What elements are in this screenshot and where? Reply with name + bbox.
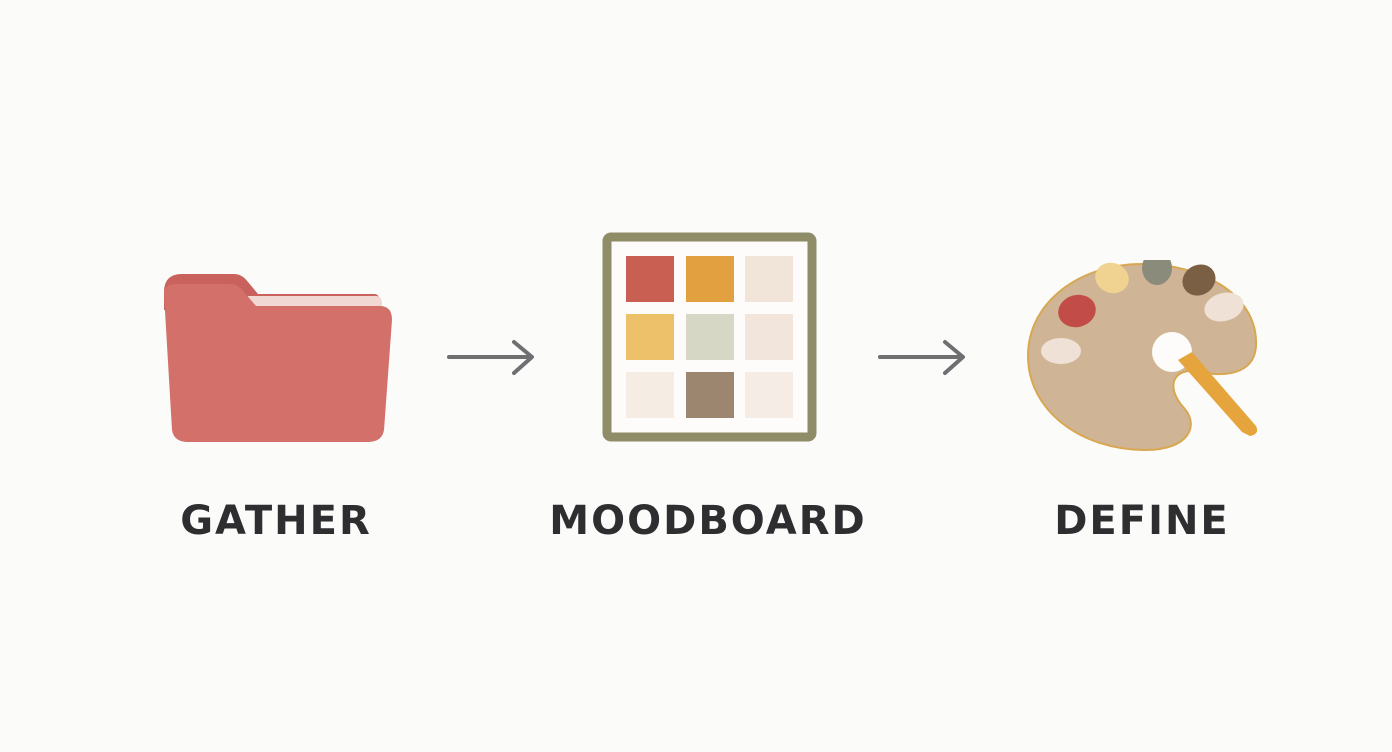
- swatch: [686, 256, 734, 302]
- paint-dab: [1182, 264, 1216, 296]
- swatch: [626, 372, 674, 418]
- folder-icon: [164, 274, 392, 442]
- step-label-gather: GATHER: [180, 498, 372, 544]
- paint-dab: [1095, 262, 1129, 294]
- paintbrush-handle: [1178, 352, 1258, 436]
- paint-dabs: [1041, 260, 1244, 364]
- swatch: [686, 372, 734, 418]
- arrow-right-icon: [878, 340, 965, 375]
- swatch-grid: [626, 256, 793, 418]
- moodboard-grid-icon: [602, 232, 817, 442]
- swatch: [626, 314, 674, 360]
- paint-palette-icon: [1026, 260, 1258, 452]
- arrow-right-icon: [447, 340, 534, 375]
- swatch: [745, 314, 793, 360]
- swatch: [745, 372, 793, 418]
- paint-dab: [1058, 294, 1096, 328]
- swatch: [686, 314, 734, 360]
- swatch: [745, 256, 793, 302]
- paint-dab: [1041, 338, 1081, 364]
- step-label-define: DEFINE: [1054, 498, 1230, 544]
- paint-dab: [1142, 260, 1172, 285]
- step-label-moodboard: MOODBOARD: [549, 498, 867, 544]
- swatch: [626, 256, 674, 302]
- paint-dab: [1204, 292, 1244, 322]
- folder-front: [164, 284, 392, 442]
